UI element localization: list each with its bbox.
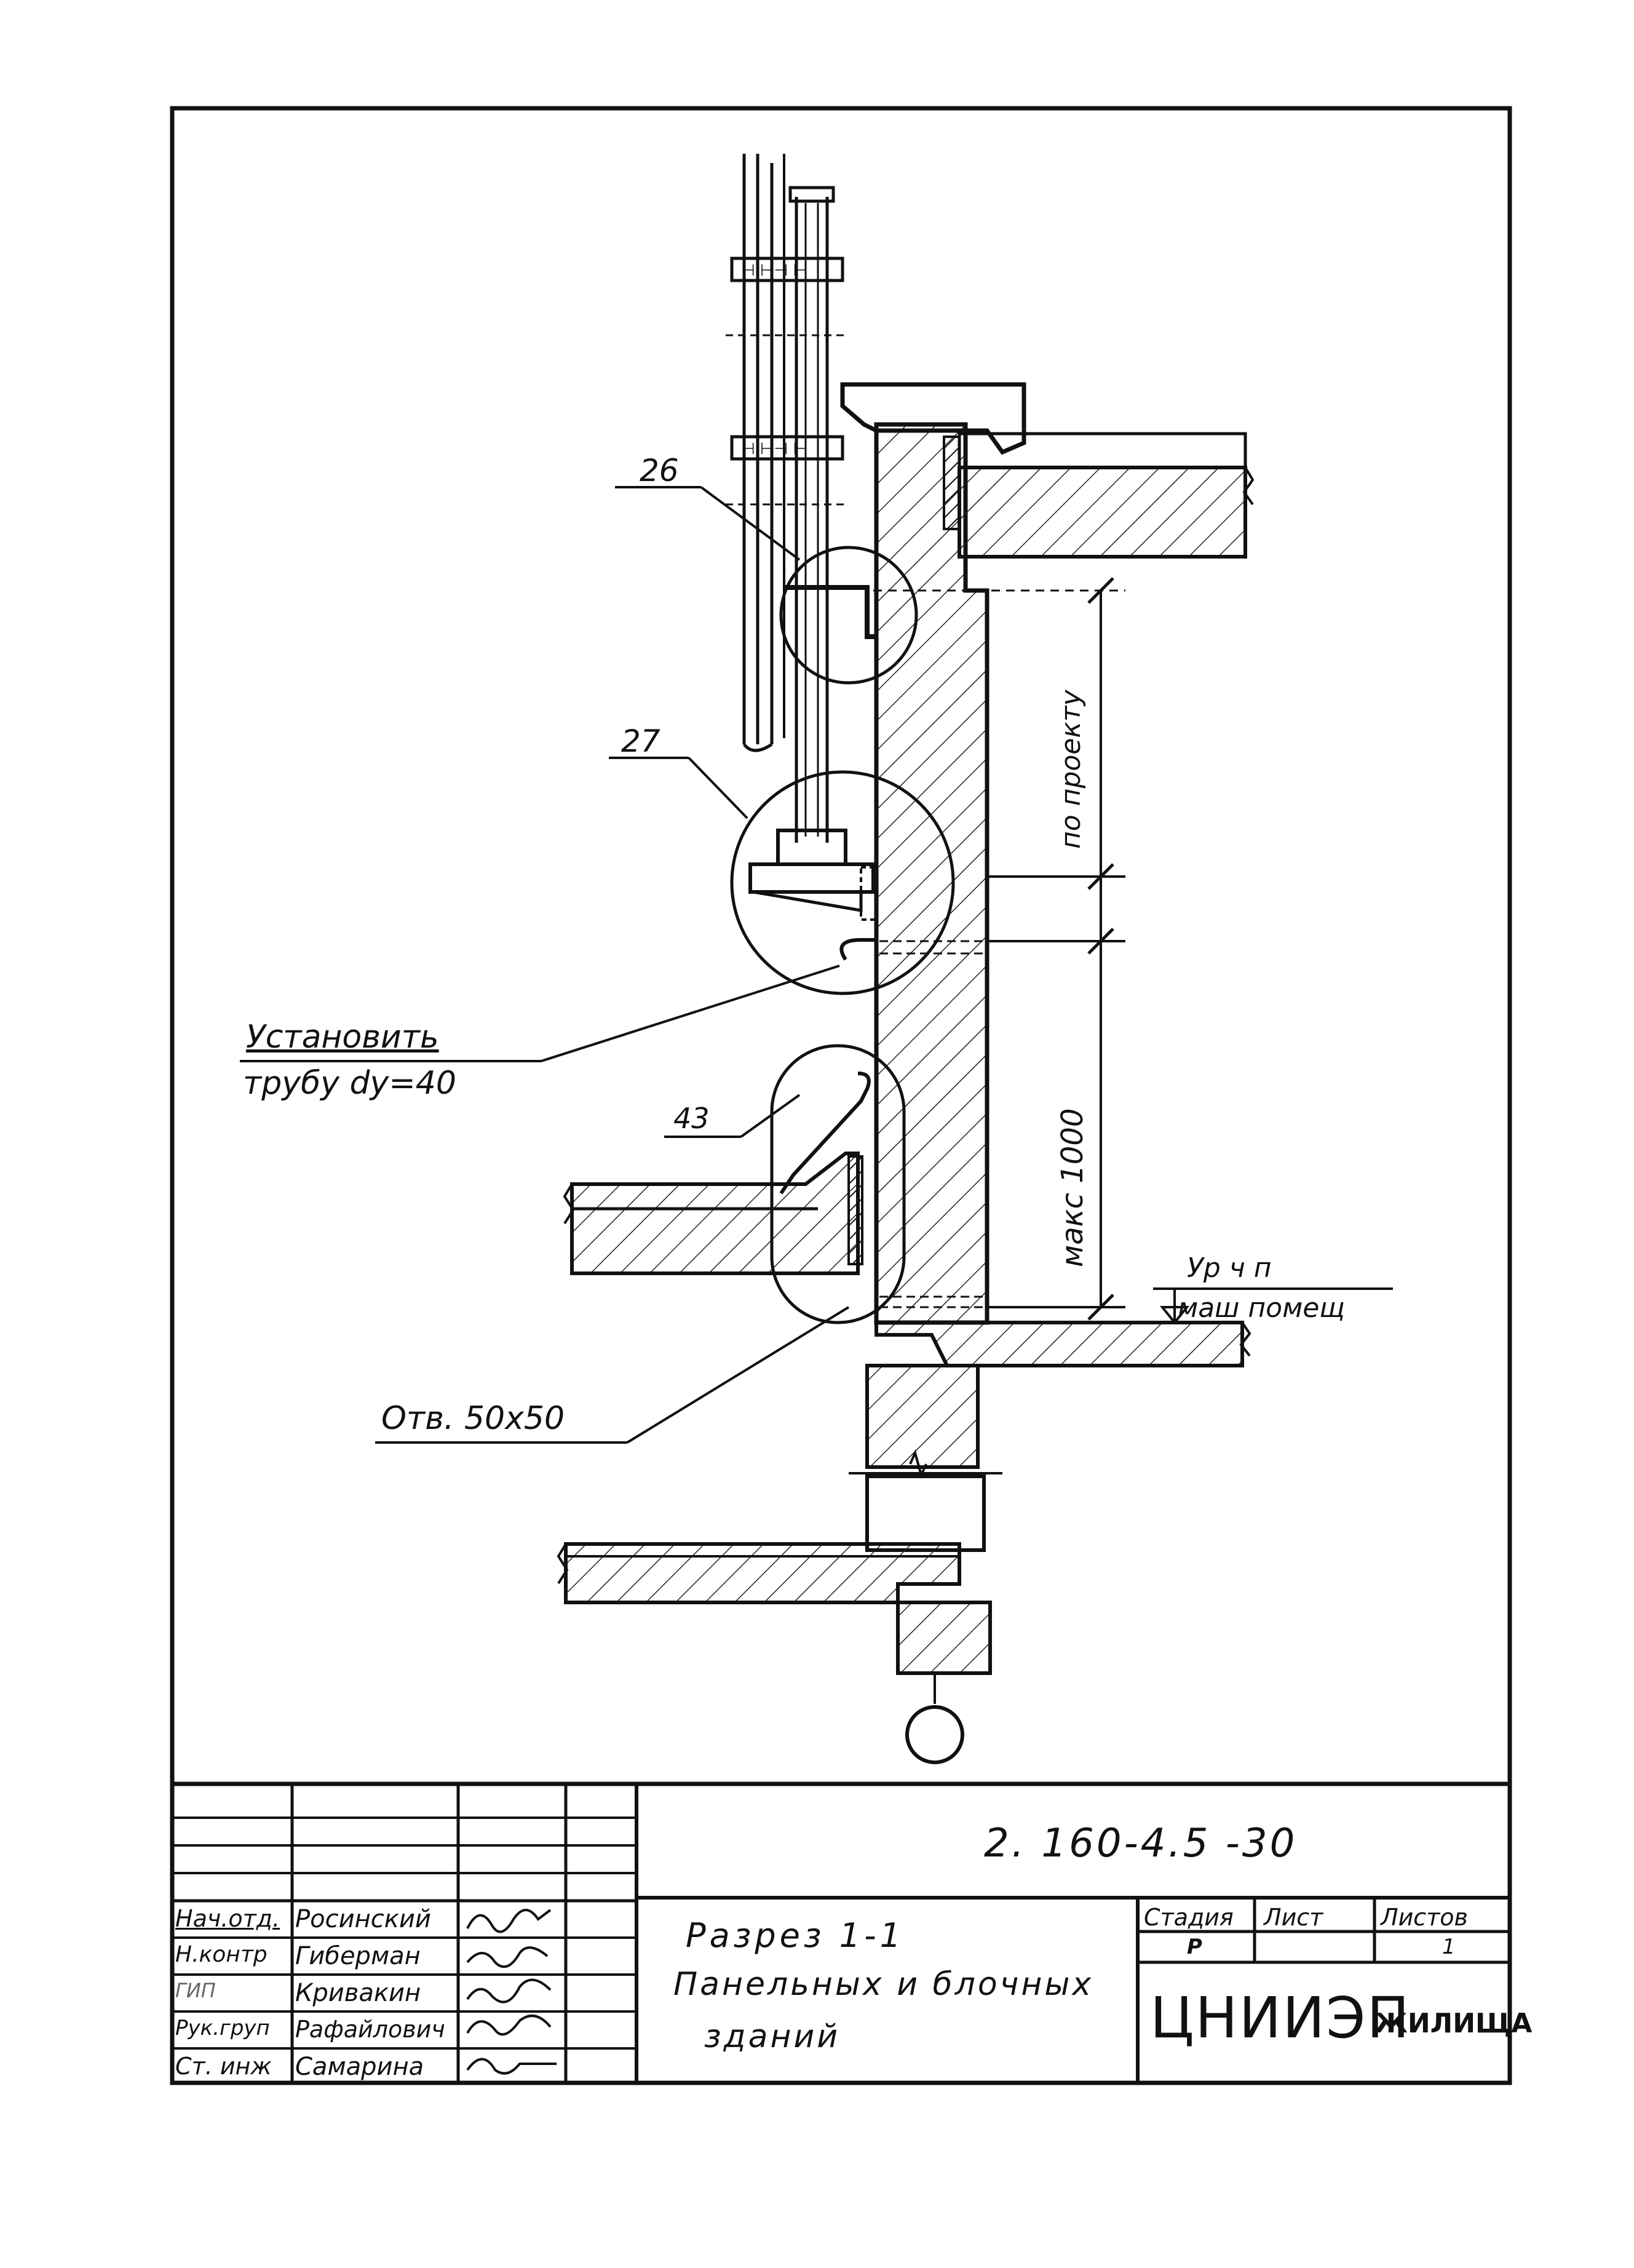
roof-slab bbox=[943, 432, 1255, 559]
drawing-title-line3: зданий bbox=[704, 2018, 841, 2055]
sheets-value: 1 bbox=[1442, 1935, 1456, 1959]
floor-slab-left bbox=[563, 1152, 863, 1275]
hole-leader bbox=[375, 1295, 984, 1444]
signature-role-5: Ст. инж bbox=[175, 2053, 272, 2080]
hole-note: Отв. 50х50 bbox=[381, 1400, 565, 1437]
callout-43: 43 bbox=[673, 1102, 710, 1135]
pipe-note-line1: Установить bbox=[246, 1019, 439, 1056]
signature-role-2: Н.контр bbox=[175, 1942, 268, 1967]
signature-name-5: Самарина bbox=[295, 2053, 424, 2081]
signature-role-3: ГИП bbox=[175, 1979, 216, 2002]
stage-header: Стадия bbox=[1144, 1904, 1234, 1931]
detail-43 bbox=[664, 1044, 906, 1324]
signatures bbox=[466, 1909, 557, 2075]
signature-role-4: Рук.груп bbox=[175, 2016, 270, 2040]
callout-27: 27 bbox=[621, 723, 660, 759]
pipe-note-leader bbox=[240, 965, 840, 1062]
sheet-header: Лист bbox=[1264, 1904, 1323, 1931]
organization-name: ЦНИИЭП bbox=[1150, 1985, 1411, 2051]
detail-26 bbox=[615, 486, 918, 685]
lower-slab bbox=[557, 1542, 961, 1604]
level-label-line1: Ур ч п bbox=[1187, 1252, 1272, 1284]
sheets-header: Листов bbox=[1381, 1904, 1468, 1931]
drawing-title-line2: Панельных и блочных bbox=[673, 1966, 1094, 2003]
dimension-lines bbox=[873, 577, 1125, 1321]
machine-room-floor bbox=[875, 1287, 1393, 1367]
axis-marker-circle bbox=[905, 1705, 964, 1764]
signature-name-1: Росинский bbox=[295, 1905, 431, 1933]
title-block-grid bbox=[170, 1781, 1512, 2085]
signature-name-4: Рафайлович bbox=[295, 2016, 445, 2043]
drawing-title-line1: Разрез 1-1 bbox=[686, 1916, 905, 1955]
callout-26: 26 bbox=[640, 453, 679, 488]
svg-text:⊣ ⊢⊣ ⊢: ⊣ ⊢⊣ ⊢ bbox=[741, 261, 807, 280]
level-label-line2: маш помещ bbox=[1178, 1292, 1345, 1324]
pipe-note-line2: трубу dy=40 bbox=[243, 1065, 456, 1102]
vent-pipes: ⊣ ⊢⊣ ⊢ ⊣ ⊢⊣ ⊢ bbox=[726, 154, 849, 843]
svg-text:⊣ ⊢⊣ ⊢: ⊣ ⊢⊣ ⊢ bbox=[741, 440, 807, 458]
organization-subname: ЖИЛИЩА bbox=[1374, 2008, 1533, 2039]
stage-value: Р bbox=[1187, 1935, 1202, 1959]
detail-27 bbox=[609, 757, 984, 995]
signature-name-3: Кривакин bbox=[295, 1979, 421, 2007]
signature-name-2: Гиберман bbox=[295, 1942, 421, 1970]
parapet-coping bbox=[840, 382, 1026, 455]
dimension-bottom-label: макс 1000 bbox=[1055, 1108, 1090, 1267]
dimension-top-label: по проекту bbox=[1055, 690, 1087, 849]
drawing-code: 2. 160-4.5 -30 bbox=[984, 1821, 1298, 1866]
signature-role-1: Нач.отд. bbox=[175, 1905, 280, 1932]
